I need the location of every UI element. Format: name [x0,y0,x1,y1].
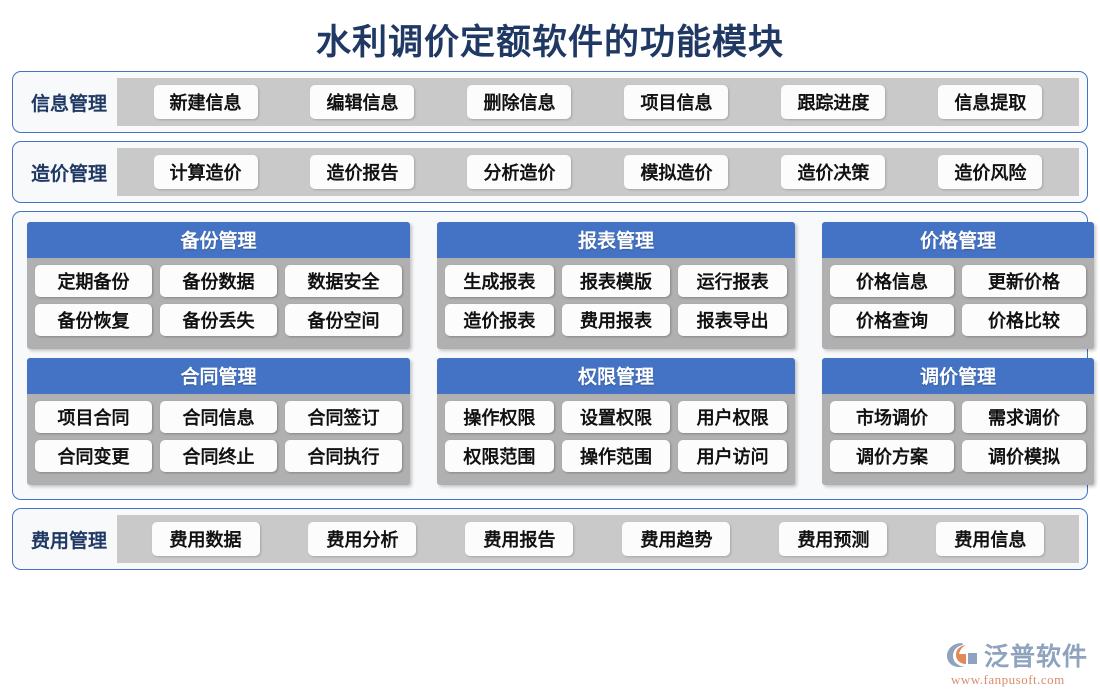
card-row: 项目合同合同信息合同签订 [35,401,402,433]
module-button[interactable]: 市场调价 [830,401,954,433]
module-button[interactable]: 合同签订 [285,401,402,433]
card-row: 权限范围操作范围用户访问 [445,440,788,472]
module-button[interactable]: 费用分析 [308,522,417,556]
module-button[interactable]: 项目信息 [624,85,729,119]
row-label-fee: 费用管理 [31,530,108,552]
module-button[interactable]: 费用报表 [561,304,671,336]
card-body: 市场调价需求调价调价方案调价模拟 [822,394,1094,485]
module-button[interactable]: 数据安全 [285,265,402,297]
module-button[interactable]: 合同终止 [160,440,277,472]
module-button[interactable]: 备份恢复 [35,304,152,336]
card-row: 合同变更合同终止合同执行 [35,440,402,472]
module-button[interactable]: 模拟造价 [624,155,729,189]
module-button[interactable]: 费用数据 [151,522,260,556]
card-row: 价格信息更新价格 [830,265,1086,297]
module-button[interactable]: 操作范围 [561,440,671,472]
module-button[interactable]: 用户访问 [678,440,788,472]
module-button[interactable]: 调价方案 [830,440,954,472]
module-button[interactable]: 编辑信息 [310,85,415,119]
card-header: 合同管理 [27,358,410,394]
module-card: 报表管理生成报表报表模版运行报表造价报表费用报表报表导出 [437,222,795,349]
card-header: 报表管理 [437,222,795,258]
top-rows-container: 信息管理 新建信息 编辑信息 删除信息 项目信息 跟踪进度 信息提取造价管理 计算造价 造价报告… [0,71,1100,203]
card-row: 生成报表报表模版运行报表 [445,265,788,297]
card-row: 备份恢复备份丢失备份空间 [35,304,402,336]
fanpu-mark-icon [946,641,980,669]
module-button[interactable]: 合同信息 [160,401,277,433]
card-row: 市场调价需求调价 [830,401,1086,433]
row-label-top-0: 信息管理 [31,93,108,115]
module-button[interactable]: 操作权限 [445,401,554,433]
module-button[interactable]: 费用预测 [779,522,888,556]
card-row: 造价报表费用报表报表导出 [445,304,788,336]
module-card: 合同管理项目合同合同信息合同签订合同变更合同终止合同执行 [27,358,410,485]
module-button[interactable]: 价格查询 [830,304,954,336]
module-card: 权限管理操作权限设置权限用户权限权限范围操作范围用户访问 [437,358,795,485]
module-button[interactable]: 设置权限 [561,401,671,433]
module-button[interactable]: 定期备份 [35,265,152,297]
bottom-row-container: 费用管理 费用数据 费用分析 费用报告 费用趋势 费用预测 费用信息 [0,508,1100,570]
row-strip-top-1: 计算造价 造价报告 分析造价 模拟造价 造价决策 造价风险 [117,148,1079,196]
module-button[interactable]: 分析造价 [467,155,572,189]
module-button[interactable]: 合同变更 [35,440,152,472]
card-header: 权限管理 [437,358,795,394]
module-card: 价格管理价格信息更新价格价格查询价格比较 [822,222,1094,349]
module-button[interactable]: 计算造价 [153,155,258,189]
page-title: 水利调价定额软件的功能模块 [315,23,784,62]
card-header: 备份管理 [27,222,410,258]
row-strip-fee: 费用数据 费用分析 费用报告 费用趋势 费用预测 费用信息 [117,515,1079,563]
module-button[interactable]: 信息提取 [938,85,1043,119]
modules-panel: 备份管理定期备份备份数据数据安全备份恢复备份丢失备份空间报表管理生成报表报表模版… [12,211,1094,500]
module-button[interactable]: 报表导出 [678,304,788,336]
module-button[interactable]: 费用趋势 [622,522,731,556]
module-card: 备份管理定期备份备份数据数据安全备份恢复备份丢失备份空间 [27,222,410,349]
module-button[interactable]: 费用报告 [465,522,574,556]
module-button[interactable]: 权限范围 [445,440,554,472]
module-button[interactable]: 更新价格 [962,265,1086,297]
module-button[interactable]: 新建信息 [153,85,258,119]
card-header: 调价管理 [822,358,1094,394]
card-body: 项目合同合同信息合同签订合同变更合同终止合同执行 [27,394,410,485]
row-panel-fee: 费用管理 费用数据 费用分析 费用报告 费用趋势 费用预测 费用信息 [12,508,1088,570]
company-logo: 泛普软件 www.fanpusoft.com [946,637,1088,688]
module-button[interactable]: 备份丢失 [160,304,277,336]
module-button[interactable]: 项目合同 [35,401,152,433]
module-button[interactable]: 备份数据 [160,265,277,297]
module-button[interactable]: 跟踪进度 [781,85,886,119]
card-row: 调价方案调价模拟 [830,440,1086,472]
card-body: 定期备份备份数据数据安全备份恢复备份丢失备份空间 [27,258,410,349]
card-row: 操作权限设置权限用户权限 [445,401,788,433]
module-button[interactable]: 价格信息 [830,265,954,297]
module-button[interactable]: 用户权限 [678,401,788,433]
module-button[interactable]: 运行报表 [678,265,788,297]
row-label-top-1: 造价管理 [31,163,108,185]
module-button[interactable]: 造价报表 [445,304,554,336]
module-button[interactable]: 删除信息 [467,85,572,119]
card-header: 价格管理 [822,222,1094,258]
module-button[interactable]: 生成报表 [445,265,554,297]
logo-url: www.fanpusoft.com [950,672,1065,687]
module-button[interactable]: 造价报告 [310,155,415,189]
module-button[interactable]: 备份空间 [285,304,402,336]
card-body: 价格信息更新价格价格查询价格比较 [822,258,1094,349]
module-button[interactable]: 价格比较 [962,304,1086,336]
module-button[interactable]: 造价风险 [938,155,1043,189]
row-strip-top-0: 新建信息 编辑信息 删除信息 项目信息 跟踪进度 信息提取 [117,78,1079,126]
card-body: 操作权限设置权限用户权限权限范围操作范围用户访问 [437,394,795,485]
card-row: 定期备份备份数据数据安全 [35,265,402,297]
module-button[interactable]: 造价决策 [781,155,886,189]
module-button[interactable]: 报表模版 [561,265,671,297]
module-button[interactable]: 调价模拟 [962,440,1086,472]
module-card: 调价管理市场调价需求调价调价方案调价模拟 [822,358,1094,485]
module-button[interactable]: 合同执行 [285,440,402,472]
module-button[interactable]: 需求调价 [962,401,1086,433]
logo-main: 泛普软件 [946,637,1088,673]
row-panel-top-0: 信息管理 新建信息 编辑信息 删除信息 项目信息 跟踪进度 信息提取 [12,71,1088,133]
card-row: 价格查询价格比较 [830,304,1086,336]
module-button[interactable]: 费用信息 [936,522,1045,556]
card-body: 生成报表报表模版运行报表造价报表费用报表报表导出 [437,258,795,349]
logo-wordmark: 泛普软件 [983,644,1088,671]
row-panel-top-1: 造价管理 计算造价 造价报告 分析造价 模拟造价 造价决策 造价风险 [12,141,1088,203]
modules-grid: 备份管理定期备份备份数据数据安全备份恢复备份丢失备份空间报表管理生成报表报表模版… [27,222,1094,485]
